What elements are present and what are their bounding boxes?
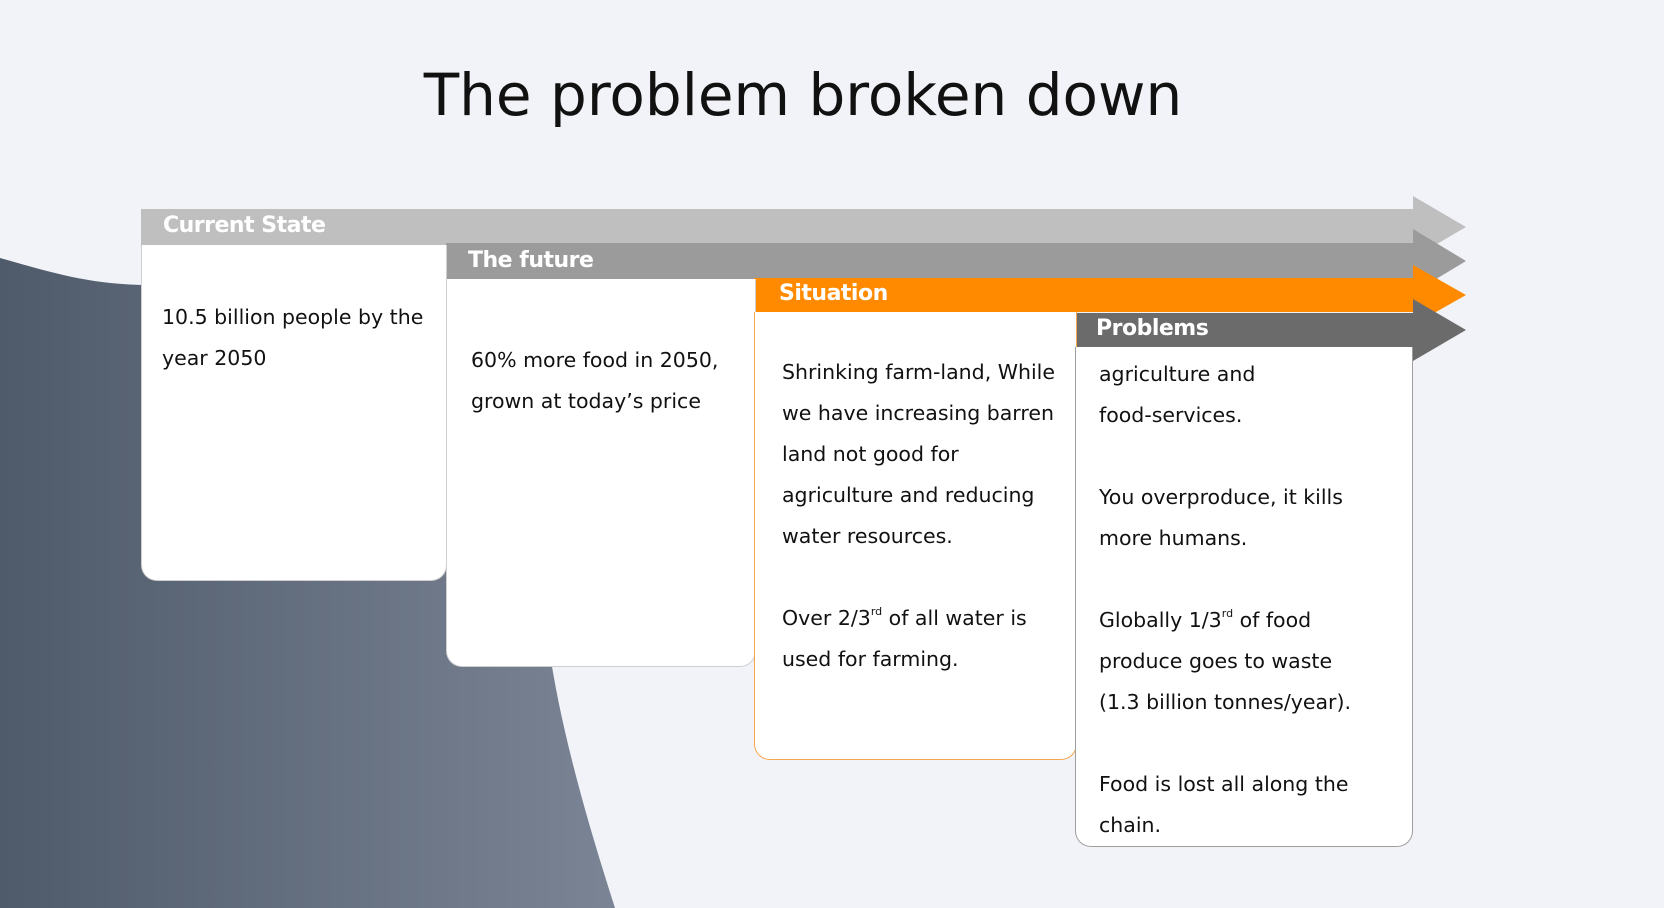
problems-para2-line-1: You overproduce, it kills: [1099, 485, 1343, 509]
future-line-1: 60% more food in 2050,: [471, 348, 719, 372]
situation-water-note: Over 2/3rd of all water is: [782, 605, 1027, 630]
current-state-line: 10.5 billion people by the year 2050: [162, 305, 424, 370]
future-line-2: grown at today’s price: [471, 389, 701, 413]
label-the-future: The future: [468, 248, 594, 273]
situation-line-1: Shrinking farm-land, While: [782, 360, 1055, 384]
problems-para4-line-1: Food is lost all along the: [1099, 772, 1349, 796]
problems-waste-line: Globally 1/3rd of food: [1099, 607, 1312, 632]
situation-line-5: water resources.: [782, 524, 953, 548]
label-situation: Situation: [779, 281, 888, 306]
text-problems: agriculture and food-services. You overp…: [1099, 354, 1409, 846]
label-current-state: Current State: [163, 213, 326, 238]
card-problems: [1075, 347, 1413, 847]
label-problems: Problems: [1096, 316, 1209, 341]
card-the-future: [446, 279, 756, 667]
text-current-state: 10.5 billion people by the year 2050: [162, 297, 438, 379]
page-title: The problem broken down: [423, 60, 1183, 129]
problems-para3-line-2: produce goes to waste: [1099, 649, 1333, 673]
situation-water-note-line-2: used for farming.: [782, 647, 959, 671]
problems-para2-line-2: more humans.: [1099, 526, 1248, 550]
situation-line-3: land not good for: [782, 442, 959, 466]
problems-para4-line-2: chain.: [1099, 813, 1162, 837]
card-situation: [754, 312, 1077, 760]
problems-line-2: food-services.: [1099, 403, 1243, 427]
card-current-state: [141, 245, 447, 581]
text-the-future: 60% more food in 2050, grown at today’s …: [471, 340, 751, 422]
problems-para3-line-3: (1.3 billion tonnes/year).: [1099, 690, 1351, 714]
problems-line-1: agriculture and: [1099, 362, 1256, 386]
situation-line-2: we have increasing barren: [782, 401, 1054, 425]
situation-line-4: agriculture and reducing: [782, 483, 1035, 507]
text-situation: Shrinking farm-land, While we have incre…: [782, 352, 1072, 680]
